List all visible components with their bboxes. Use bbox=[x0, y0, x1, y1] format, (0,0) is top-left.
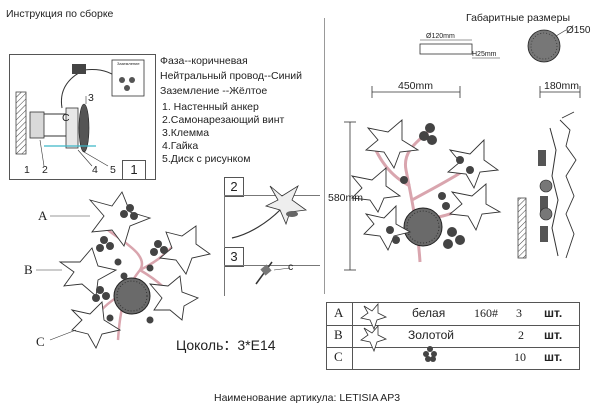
table-row-b-unit: шт. bbox=[544, 328, 563, 342]
step-3-c-mark: c bbox=[288, 261, 294, 273]
h25-dimension: H25mm bbox=[472, 51, 497, 58]
table-row-a-code: 160# bbox=[474, 306, 498, 320]
label-a: A bbox=[38, 208, 48, 223]
callout-3: 3 bbox=[88, 92, 94, 104]
label-c: C bbox=[36, 334, 45, 349]
wiring-diagram-box bbox=[9, 54, 156, 180]
step-3-box: 3 bbox=[224, 247, 244, 267]
table-row-b-qty: 2 bbox=[518, 328, 524, 342]
wiring-c-mark: C bbox=[62, 112, 70, 124]
step-2-box: 2 bbox=[224, 177, 244, 197]
part-1: 1. Настенный анкер bbox=[162, 101, 259, 113]
table-row-c-qty: 10 bbox=[514, 350, 526, 364]
step-3-panel bbox=[224, 265, 320, 296]
table-row-b-letter: B bbox=[334, 327, 343, 342]
table-row-c-letter: C bbox=[334, 349, 343, 364]
dimensions-title: Габаритные размеры bbox=[466, 12, 570, 24]
callout-4: 4 bbox=[92, 164, 98, 176]
callout-5: 5 bbox=[110, 164, 116, 176]
step-2-panel bbox=[224, 195, 320, 248]
part-5: 5.Диск с рисунком bbox=[162, 153, 251, 165]
section-divider bbox=[324, 18, 325, 294]
phase-text: Фаза--коричневая bbox=[160, 55, 248, 67]
parts-table bbox=[326, 302, 580, 370]
disc-large-dimension: Ø150 bbox=[566, 25, 591, 36]
ground-text: Заземление --Жёлтое bbox=[160, 85, 268, 97]
table-row-a-qty: 3 bbox=[516, 306, 522, 320]
label-b: B bbox=[24, 262, 33, 277]
width-dimension: 450mm bbox=[398, 80, 434, 92]
height-dimension: 580mm bbox=[328, 192, 364, 204]
table-row-b-name: Золотой bbox=[408, 328, 454, 342]
depth-dimension: 180mm bbox=[544, 80, 580, 92]
table-row-c-unit: шт. bbox=[544, 350, 563, 364]
table-row-a-letter: A bbox=[334, 305, 344, 320]
socket-label: Цоколь：3*E14 bbox=[176, 337, 276, 353]
part-4: 4.Гайка bbox=[162, 140, 199, 152]
callout-2: 2 bbox=[42, 164, 48, 176]
terminal-label: Заземление bbox=[117, 61, 140, 66]
instructions-title: Инструкция по сборке bbox=[6, 8, 114, 20]
step-1-box: 1 bbox=[122, 160, 146, 180]
disc-small-dimension: Ø120mm bbox=[426, 33, 455, 40]
callout-1: 1 bbox=[24, 164, 30, 176]
part-2: 2.Самонарезающий винт bbox=[162, 114, 285, 126]
table-row-a-unit: шт. bbox=[544, 306, 563, 320]
part-3: 3.Клемма bbox=[162, 127, 210, 139]
article-name: Наименование артикула: LETISIA AP3 bbox=[214, 392, 401, 404]
neutral-text: Нейтральный провод--Синий bbox=[160, 70, 303, 82]
table-row-a-name: белая bbox=[412, 306, 446, 320]
